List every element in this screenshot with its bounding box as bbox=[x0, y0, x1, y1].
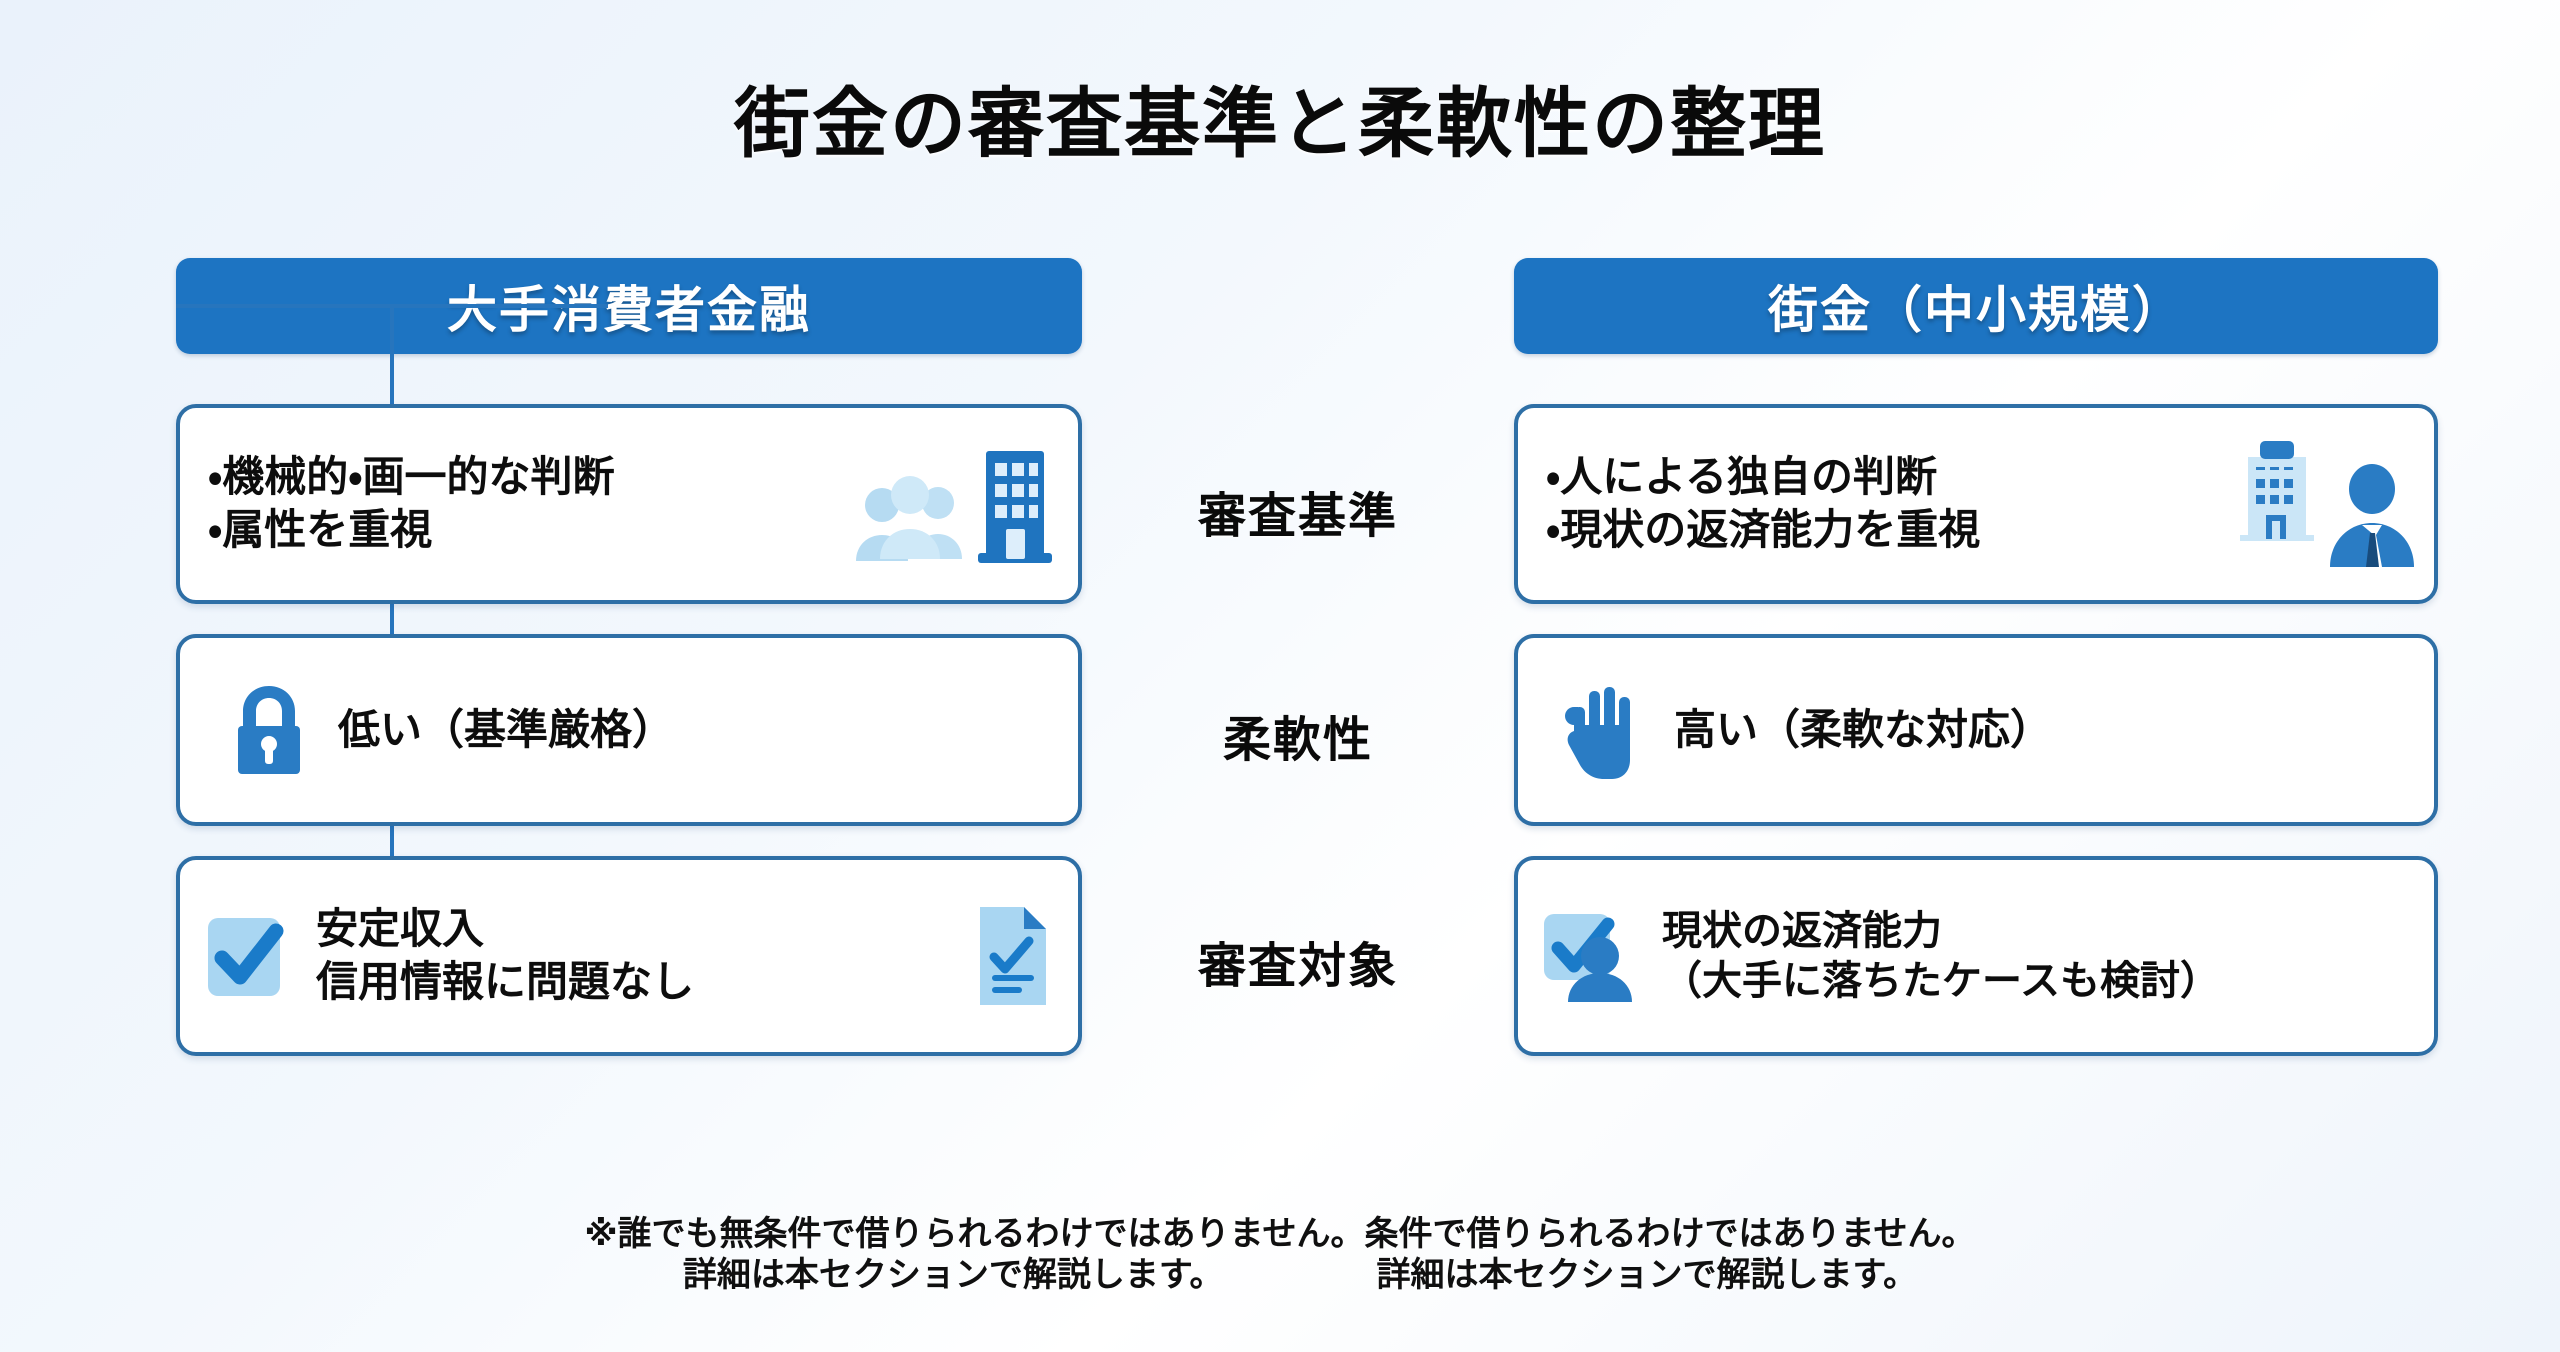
card-row1-left[interactable]: ・機械的・画一的な判断 ・属性を重視 bbox=[176, 404, 1082, 604]
card-row1-left-line1: ・機械的・画一的な判断 bbox=[208, 452, 615, 502]
card-row2-left[interactable]: 低い（基準厳格） bbox=[176, 634, 1082, 826]
card-row2-right-line1: 高い（柔軟な対応） bbox=[1674, 704, 2053, 754]
card-row3-right[interactable]: 現状の返済能力 （大手に落ちたケースも検討） bbox=[1514, 856, 2438, 1056]
businessperson-icon bbox=[2330, 464, 2414, 567]
card-row1-right-line1: ・人による独自の判断 bbox=[1546, 452, 1938, 502]
card-row1-left-line2: ・属性を重視 bbox=[208, 505, 433, 554]
raised-hand-icon bbox=[1565, 687, 1630, 779]
connector-vertical-spine-mid1 bbox=[390, 546, 394, 714]
card-row3-left-art bbox=[968, 901, 1078, 1011]
card-row1-right-text: ・人による独自の判断 ・現状の返済能力を重視 bbox=[1546, 451, 1980, 557]
card-row2-right-text: 高い（柔軟な対応） bbox=[1674, 704, 2052, 757]
card-row1-right-art bbox=[2234, 435, 2434, 573]
office-building-light-icon bbox=[2240, 441, 2314, 541]
document-check-icon bbox=[980, 907, 1046, 1005]
card-row3-left-text: 安定収入 信用情報に問題なし bbox=[316, 903, 694, 1009]
card-row1-left-art bbox=[852, 443, 1078, 565]
card-row3-left-line1: 安定収入 bbox=[316, 904, 485, 954]
check-person-icon bbox=[1544, 914, 1632, 1002]
lock-icon bbox=[238, 686, 300, 774]
column-header-right-label: 街金（中小規模） bbox=[1768, 281, 2184, 339]
card-row3-left-line2: 信用情報に問題なし bbox=[316, 957, 695, 1006]
card-row1-left-text: ・機械的・画一的な判断 ・属性を重視 bbox=[208, 451, 615, 557]
people-group-icon bbox=[856, 476, 962, 561]
footnote: ※誰でも無条件で借りられるわけではありません。条件で借りられるわけではありません… bbox=[0, 1214, 2560, 1297]
card-row2-right[interactable]: 高い（柔軟な対応） bbox=[1514, 634, 2438, 826]
card-row2-left-text: 低い（基準厳格） bbox=[338, 704, 674, 757]
connector-header-left bbox=[176, 304, 392, 308]
column-header-left-label: 大手消費者金融 bbox=[447, 281, 811, 339]
footnote-line-2: 詳細は本セクションで解説します。 詳細は本セクションで解説します。 bbox=[682, 1255, 1918, 1296]
comparison-diagram: 大手消費者金融 街金（中小規模） 審査基準 柔軟性 審査対象 ・機械的・画一的な… bbox=[176, 258, 2438, 1198]
card-row1-right[interactable]: ・人による独自の判断 ・現状の返済能力を重視 bbox=[1514, 404, 2438, 604]
card-row2-left-line1: 低い（基準厳格） bbox=[338, 704, 675, 754]
card-row3-left[interactable]: 安定収入 信用情報に問題なし bbox=[176, 856, 1082, 1056]
center-label-row2: 柔軟性 bbox=[1222, 712, 1373, 768]
center-label-row1: 審査基準 bbox=[1197, 488, 1398, 544]
card-row1-right-line2: ・現状の返済能力を重視 bbox=[1546, 505, 1981, 554]
card-row3-right-line1: 現状の返済能力 bbox=[1662, 907, 1942, 954]
office-building-icon bbox=[978, 451, 1052, 563]
check-box-icon bbox=[208, 918, 284, 996]
card-row3-right-text: 現状の返済能力 （大手に落ちたケースも検討） bbox=[1662, 906, 2220, 1007]
connector-header-right bbox=[390, 304, 608, 308]
connector-vertical-spine-mid2 bbox=[390, 770, 394, 930]
column-header-right: 街金（中小規模） bbox=[1514, 258, 2438, 354]
card-row3-right-line2: （大手に落ちたケースも検討） bbox=[1662, 958, 2220, 1004]
connector-vertical-spine-top bbox=[390, 306, 394, 476]
center-label-row3: 審査対象 bbox=[1197, 938, 1398, 994]
footnote-line-1: ※誰でも無条件で借りられるわけではありません。条件で借りられるわけではありません… bbox=[584, 1214, 1976, 1254]
page-title: 街金の審査基準と柔軟性の整理 bbox=[734, 79, 1826, 168]
